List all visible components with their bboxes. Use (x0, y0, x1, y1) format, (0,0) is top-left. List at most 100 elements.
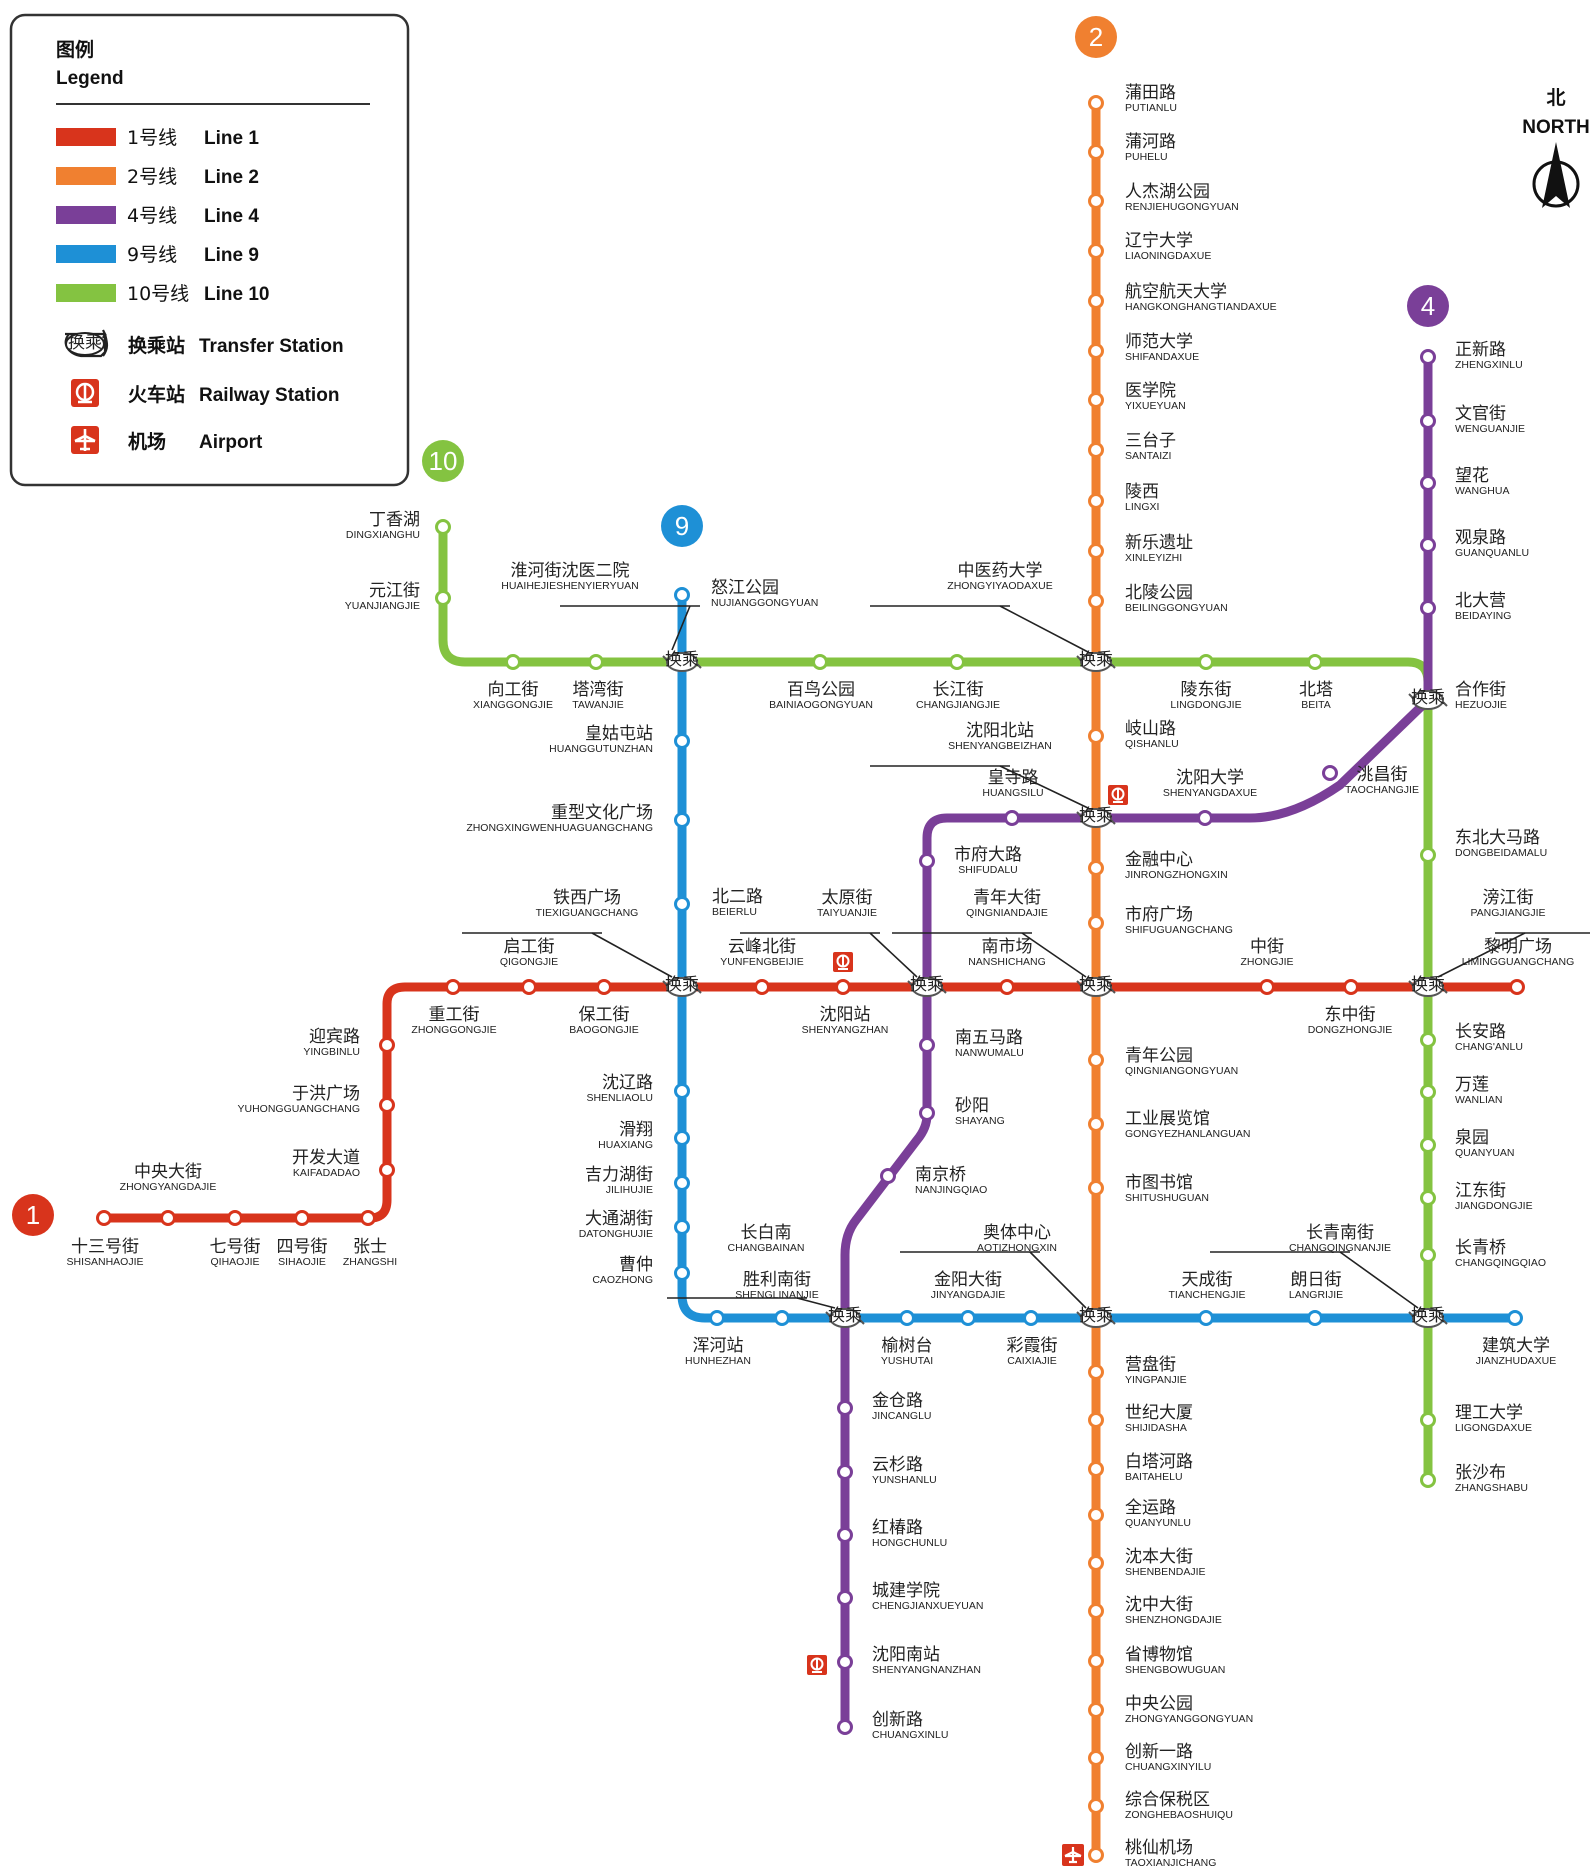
station-bainiaogongyuan[interactable] (812, 654, 828, 670)
station-quanyunlu[interactable] (1088, 1507, 1104, 1523)
station-dongzhongjie[interactable] (1343, 979, 1359, 995)
transfer-station-changqingnanjie[interactable]: 换乘 (1408, 1306, 1448, 1328)
station-qingniangongyuan[interactable] (1088, 1052, 1104, 1068)
station-yushutai[interactable] (899, 1310, 915, 1326)
station-wanlian[interactable] (1420, 1084, 1436, 1100)
station-yunfengbeijie[interactable] (754, 979, 770, 995)
station-wenguanjie[interactable] (1420, 413, 1436, 429)
station-shenyangdaxue[interactable] (1197, 810, 1213, 826)
station-jiangdongjie[interactable] (1420, 1190, 1436, 1206)
station-zhonggongjie[interactable] (445, 979, 461, 995)
station-zonghebaoshuiqu[interactable] (1088, 1798, 1104, 1814)
station-zhongjie[interactable] (1259, 979, 1275, 995)
transfer-station-huaihejie[interactable]: 换乘 (662, 650, 702, 672)
station-changjiangjie[interactable] (949, 654, 965, 670)
station-jianzhudaxue[interactable] (1507, 1310, 1523, 1326)
station-changbainan[interactable] (774, 1310, 790, 1326)
station-shifandaxue[interactable] (1088, 343, 1104, 359)
station-shitushuguan[interactable] (1088, 1180, 1104, 1196)
station-qigongjie[interactable] (521, 979, 537, 995)
station-caozhong[interactable] (674, 1265, 690, 1281)
station-jincanglu[interactable] (837, 1400, 853, 1416)
station-yingbinlu[interactable] (379, 1037, 395, 1053)
station-zhongyangdajie[interactable] (160, 1210, 176, 1226)
station-wanghua[interactable] (1420, 475, 1436, 491)
station-renjiehu[interactable] (1088, 193, 1104, 209)
station-guanquanlu[interactable] (1420, 537, 1436, 553)
station-yingpanjie[interactable] (1088, 1364, 1104, 1380)
station-yuhongguangchang[interactable] (379, 1097, 395, 1113)
station-jinyangdajie[interactable] (960, 1310, 976, 1326)
station-jilihujie[interactable] (674, 1175, 690, 1191)
station-beidaying[interactable] (1420, 600, 1436, 616)
station-shengbowuguan[interactable] (1088, 1653, 1104, 1669)
transfer-station-hezuojie[interactable]: 换乘 (1408, 688, 1448, 710)
station-tianchengjie[interactable] (1198, 1310, 1214, 1326)
station-changanlu[interactable] (1420, 1032, 1436, 1048)
station-liaoningdaxue[interactable] (1088, 243, 1104, 259)
station-baogongjie[interactable] (596, 979, 612, 995)
station-kaifadadao[interactable] (379, 1162, 395, 1178)
station-beilinggongyuan[interactable] (1088, 593, 1104, 609)
station-shijidasha[interactable] (1088, 1412, 1104, 1428)
station-lingxi[interactable] (1088, 493, 1104, 509)
station-shenliaolu[interactable] (674, 1083, 690, 1099)
station-quanyuan[interactable] (1420, 1137, 1436, 1153)
station-huaxiang[interactable] (674, 1130, 690, 1146)
station-shenbendajie[interactable] (1088, 1555, 1104, 1571)
station-lingdongjie[interactable] (1198, 654, 1214, 670)
station-gongye[interactable] (1088, 1116, 1104, 1132)
transfer-station-aotizhongxin[interactable]: 换乘 (1076, 1306, 1116, 1328)
station-qishanlu[interactable] (1088, 728, 1104, 744)
station-sihaojie[interactable] (294, 1210, 310, 1226)
station-nanwumalu[interactable] (919, 1037, 935, 1053)
station-chuangxinlu[interactable] (837, 1719, 853, 1735)
station-putianlu[interactable] (1088, 95, 1104, 111)
station-xianggongjie[interactable] (505, 654, 521, 670)
station-baitahelu[interactable] (1088, 1461, 1104, 1477)
transfer-station-tiexiguangchang[interactable]: 换乘 (662, 975, 702, 997)
station-hongchunlu[interactable] (837, 1527, 853, 1543)
station-jinrong[interactable] (1088, 860, 1104, 876)
transfer-station-shenyangbeizhan[interactable]: 换乘 (1076, 806, 1116, 828)
station-taochangjie[interactable] (1322, 765, 1338, 781)
station-xinleyizhi[interactable] (1088, 543, 1104, 559)
station-huangsilu[interactable] (1004, 810, 1020, 826)
transfer-station-pangjiangjie[interactable]: 换乘 (1408, 975, 1448, 997)
station-shayang[interactable] (919, 1105, 935, 1121)
transfer-station-shenglinanjie[interactable]: 换乘 (825, 1306, 865, 1328)
station-liming[interactable] (1509, 979, 1525, 995)
station-nujiang[interactable] (674, 587, 690, 603)
station-zhongxing[interactable] (674, 812, 690, 828)
station-qihaojie[interactable] (227, 1210, 243, 1226)
station-zhongyanggongyuan[interactable] (1088, 1702, 1104, 1718)
transfer-station-qingniandajie[interactable]: 换乘 (1076, 975, 1116, 997)
station-langrijie[interactable] (1307, 1310, 1323, 1326)
station-shisanhao[interactable] (96, 1210, 112, 1226)
station-taoxianjichang[interactable] (1088, 1847, 1104, 1863)
station-dingxianghu[interactable] (435, 519, 451, 535)
station-nanjingqiao[interactable] (880, 1168, 896, 1184)
station-dongbeidamalu[interactable] (1420, 847, 1436, 863)
station-yixueyuan[interactable] (1088, 392, 1104, 408)
station-shifuguangchang[interactable] (1088, 915, 1104, 931)
transfer-station-taiyuanjie[interactable]: 换乘 (907, 975, 947, 997)
station-nanshichang[interactable] (999, 979, 1015, 995)
station-huanggutun[interactable] (674, 733, 690, 749)
station-caixiajie[interactable] (1023, 1310, 1039, 1326)
station-yuanjiangjie[interactable] (435, 590, 451, 606)
station-puhelu[interactable] (1088, 144, 1104, 160)
station-shenyangzhan[interactable] (835, 979, 851, 995)
station-changqingqiao[interactable] (1420, 1247, 1436, 1263)
station-datonghujie[interactable] (674, 1219, 690, 1235)
transfer-station-zhongyiyao[interactable]: 换乘 (1076, 650, 1116, 672)
station-hunhezhan[interactable] (709, 1310, 725, 1326)
station-chuangxinyilu[interactable] (1088, 1750, 1104, 1766)
station-zhengxinlu[interactable] (1420, 349, 1436, 365)
station-zhangshabu[interactable] (1420, 1472, 1436, 1488)
station-shifudalu[interactable] (919, 853, 935, 869)
station-zhangshi[interactable] (360, 1210, 376, 1226)
station-chengjian[interactable] (837, 1590, 853, 1606)
station-ligongdaxue[interactable] (1420, 1412, 1436, 1428)
station-beierlu[interactable] (674, 896, 690, 912)
